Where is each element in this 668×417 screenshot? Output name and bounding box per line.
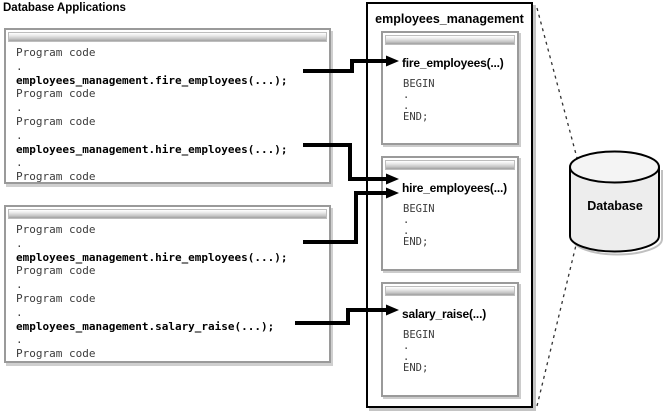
- panel-titlebar: [385, 35, 515, 45]
- subprogram-body: BEGIN..END;: [403, 330, 515, 374]
- program-code-line: .: [16, 128, 23, 142]
- program-code-line: Program code: [16, 291, 96, 305]
- projection-line-bottom: [536, 240, 578, 407]
- program-code-line: Program code: [16, 87, 96, 101]
- app-panel-2: Program code.employees_management.hire_e…: [4, 205, 331, 363]
- program-code-line: .: [16, 101, 23, 115]
- package-call-line: employees_management.hire_employees(...)…: [16, 142, 288, 156]
- subprogram-box-salary-raise: salary_raise(...) BEGIN..END;: [381, 282, 519, 397]
- panel-titlebar: [8, 209, 327, 219]
- plsql-body-line: .: [403, 214, 410, 226]
- panel-titlebar: [8, 32, 327, 42]
- plsql-body-line: .: [403, 225, 410, 237]
- program-code-line: Program code: [16, 114, 96, 128]
- program-code-line: .: [16, 278, 23, 292]
- program-code-line: .: [16, 59, 23, 73]
- package-call-line: employees_management.hire_employees(...)…: [16, 250, 288, 264]
- program-code-line: Program code: [16, 347, 96, 361]
- subprogram-box-hire-employees: hire_employees(...) BEGIN..END;: [381, 156, 519, 271]
- plsql-body-line: .: [403, 100, 410, 112]
- program-code-line: Program code: [16, 223, 96, 236]
- package-call-line: employees_management.fire_employees(...)…: [16, 73, 288, 87]
- program-code-line: Program code: [16, 46, 96, 59]
- package-box: employees_management fire_employees(...)…: [366, 2, 533, 408]
- subprogram-title: hire_employees(...): [402, 181, 507, 195]
- program-code-line: Program code: [16, 264, 96, 278]
- panel-titlebar: [385, 286, 515, 296]
- projection-line-top: [536, 7, 578, 159]
- subprogram-box-fire-employees: fire_employees(...) BEGIN..END;: [381, 31, 519, 145]
- app-panel-1: Program code.employees_management.fire_e…: [4, 28, 331, 184]
- plsql-body-line: .: [403, 351, 410, 363]
- plsql-body-line: .: [403, 340, 410, 352]
- subprogram-title: fire_employees(...): [402, 56, 504, 70]
- program-code-line: Program code: [16, 170, 96, 184]
- app-panel-2-code: Program code.employees_management.hire_e…: [8, 219, 327, 361]
- app-panel-1-code: Program code.employees_management.fire_e…: [8, 42, 327, 184]
- plsql-body-line: BEGIN: [403, 203, 435, 215]
- package-call-line: employees_management.salary_raise(...);: [16, 319, 275, 333]
- subprogram-body: BEGIN..END;: [403, 204, 515, 248]
- diagram-title: Database Applications: [3, 2, 126, 14]
- subprogram-title: salary_raise(...): [402, 307, 486, 321]
- plsql-body-line: BEGIN: [403, 329, 435, 341]
- plsql-body-line: BEGIN: [403, 78, 435, 90]
- program-code-line: .: [16, 236, 23, 250]
- subprogram-body: BEGIN..END;: [403, 79, 515, 123]
- program-code-line: .: [16, 333, 23, 347]
- plsql-body-line: .: [403, 89, 410, 101]
- program-code-line: .: [16, 156, 23, 170]
- database-label: Database: [587, 199, 643, 213]
- package-title: employees_management: [375, 12, 524, 26]
- panel-titlebar: [385, 160, 515, 170]
- plsql-body-line: END;: [403, 236, 429, 248]
- program-code-line: .: [16, 305, 23, 319]
- plsql-body-line: END;: [403, 111, 429, 123]
- plsql-body-line: END;: [403, 362, 429, 374]
